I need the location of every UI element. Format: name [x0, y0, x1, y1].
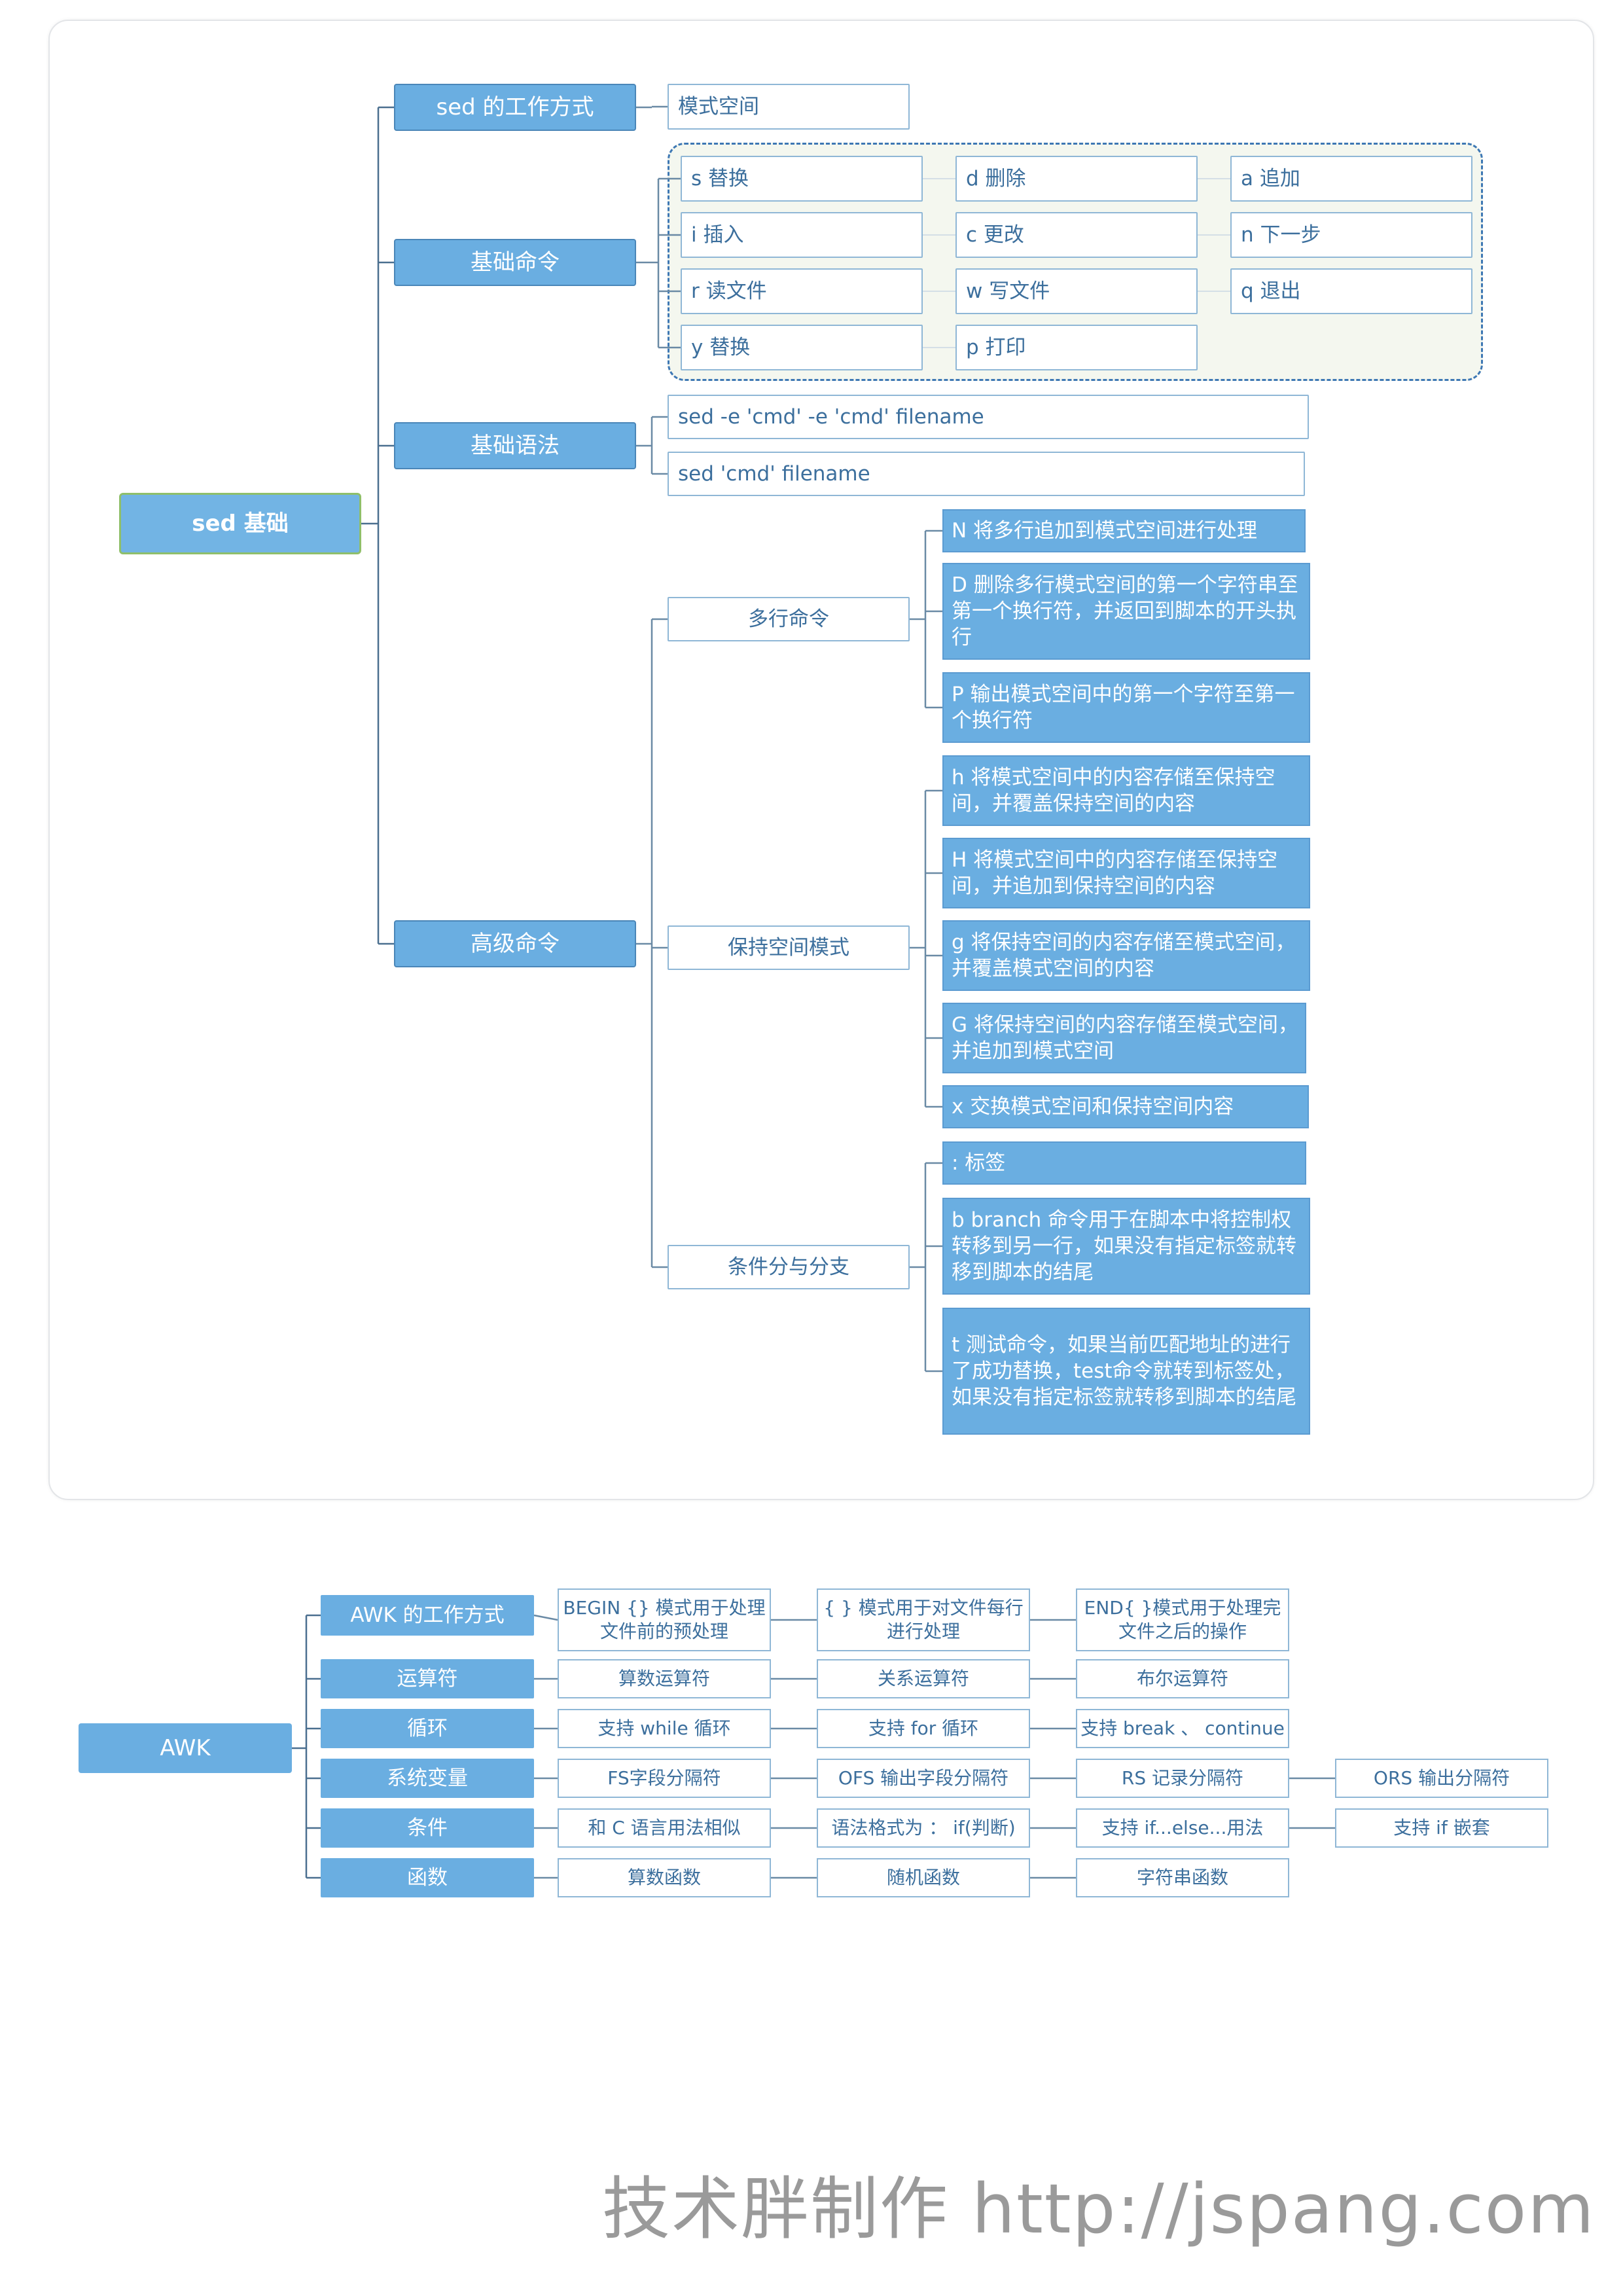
sed-advanced-node[interactable]: 高级命令	[394, 920, 636, 967]
awk-loops-node[interactable]: 循环	[321, 1709, 534, 1748]
multiline-P-node[interactable]: P 输出模式空间中的第一个字符至第一个换行符	[942, 672, 1310, 743]
cmd-c-node[interactable]: c 更改	[955, 212, 1198, 258]
awk-rs-node[interactable]: RS 记录分隔符	[1076, 1759, 1289, 1798]
awk-functions-node[interactable]: 函数	[321, 1858, 534, 1897]
sed-basic-commands-node[interactable]: 基础命令	[394, 239, 636, 286]
awk-begin-node[interactable]: BEGIN {} 模式用于处理文件前的预处理	[558, 1588, 771, 1651]
hold-space-node[interactable]: 保持空间模式	[668, 925, 910, 970]
cmd-w-node[interactable]: w 写文件	[955, 268, 1198, 314]
awk-operators-node[interactable]: 运算符	[321, 1659, 534, 1698]
awk-ors-node[interactable]: ORS 输出分隔符	[1335, 1759, 1548, 1798]
awk-if-syntax-node[interactable]: 语法格式为 ： if(判断)	[817, 1808, 1030, 1848]
branch-b-node[interactable]: b branch 命令用于在脚本中将控制权转移到另一行，如果没有指定标签就转移到…	[942, 1198, 1310, 1295]
cmd-q-node[interactable]: q 退出	[1230, 268, 1472, 314]
awk-main-node[interactable]: { } 模式用于对文件每行进行处理	[817, 1588, 1030, 1651]
awk-sysvars-node[interactable]: 系统变量	[321, 1759, 534, 1798]
branch-node[interactable]: 条件分与分支	[668, 1245, 910, 1289]
awk-bool-ops-node[interactable]: 布尔运算符	[1076, 1659, 1289, 1698]
hold-H-node[interactable]: H 将模式空间中的内容存储至保持空间，并追加到保持空间的内容	[942, 838, 1310, 908]
hold-x-node[interactable]: x 交换模式空间和保持空间内容	[942, 1085, 1309, 1128]
awk-ofs-node[interactable]: OFS 输出字段分隔符	[817, 1759, 1030, 1798]
hold-G-node[interactable]: G 将保持空间的内容存储至模式空间，并追加到模式空间	[942, 1003, 1306, 1073]
awk-while-node[interactable]: 支持 while 循环	[558, 1709, 771, 1748]
awk-conditions-node[interactable]: 条件	[321, 1808, 534, 1848]
sed-work-mode-node[interactable]: sed 的工作方式	[394, 84, 636, 131]
cmd-i-node[interactable]: i 插入	[681, 212, 923, 258]
awk-if-else-node[interactable]: 支持 if...else...用法	[1076, 1808, 1289, 1848]
awk-for-node[interactable]: 支持 for 循环	[817, 1709, 1030, 1748]
cmd-n-node[interactable]: n 下一步	[1230, 212, 1472, 258]
awk-string-fn-node[interactable]: 字符串函数	[1076, 1858, 1289, 1897]
cmd-r-node[interactable]: r 读文件	[681, 268, 923, 314]
cmd-p-node[interactable]: p 打印	[955, 325, 1198, 370]
cmd-y-node[interactable]: y 替换	[681, 325, 923, 370]
pattern-space-node[interactable]: 模式空间	[668, 84, 910, 130]
watermark-text: 技术胖制作 http://jspang.com	[602, 2169, 1596, 2249]
sed-root-node[interactable]: sed 基础	[119, 493, 361, 554]
sed-basic-syntax-node[interactable]: 基础语法	[394, 422, 636, 469]
multiline-N-node[interactable]: N 将多行追加到模式空间进行处理	[942, 509, 1306, 552]
hold-g-node[interactable]: g 将保持空间的内容存储至模式空间， 并覆盖模式空间的内容	[942, 920, 1310, 991]
cmd-a-node[interactable]: a 追加	[1230, 156, 1472, 202]
awk-work-mode-node[interactable]: AWK 的工作方式	[321, 1595, 534, 1636]
awk-math-fn-node[interactable]: 算数函数	[558, 1858, 771, 1897]
branch-t-node[interactable]: t 测试命令，如果当前匹配地址的进行了成功替换，test命令就转到标签处，如果没…	[942, 1308, 1310, 1435]
branch-label-node[interactable]: : 标签	[942, 1141, 1306, 1185]
cmd-s-node[interactable]: s 替换	[681, 156, 923, 202]
awk-rand-fn-node[interactable]: 随机函数	[817, 1858, 1030, 1897]
awk-if-nest-node[interactable]: 支持 if 嵌套	[1335, 1808, 1548, 1848]
syntax-single-node[interactable]: sed 'cmd' filename	[668, 452, 1305, 496]
awk-end-node[interactable]: END{ }模式用于处理完文件之后的操作	[1076, 1588, 1289, 1651]
cmd-d-node[interactable]: d 删除	[955, 156, 1198, 202]
awk-arith-ops-node[interactable]: 算数运算符	[558, 1659, 771, 1698]
awk-fs-node[interactable]: FS字段分隔符	[558, 1759, 771, 1798]
hold-h-node[interactable]: h 将模式空间中的内容存储至保持空间，并覆盖保持空间的内容	[942, 755, 1310, 826]
multiline-commands-node[interactable]: 多行命令	[668, 597, 910, 641]
awk-break-node[interactable]: 支持 break 、 continue	[1076, 1709, 1289, 1748]
awk-c-like-node[interactable]: 和 C 语言用法相似	[558, 1808, 771, 1848]
awk-rel-ops-node[interactable]: 关系运算符	[817, 1659, 1030, 1698]
awk-root-node[interactable]: AWK	[79, 1723, 292, 1773]
multiline-D-node[interactable]: D 删除多行模式空间的第一个字符串至第一个换行符，并返回到脚本的开头执行	[942, 563, 1310, 660]
syntax-multi-e-node[interactable]: sed -e 'cmd' -e 'cmd' filename	[668, 395, 1309, 439]
